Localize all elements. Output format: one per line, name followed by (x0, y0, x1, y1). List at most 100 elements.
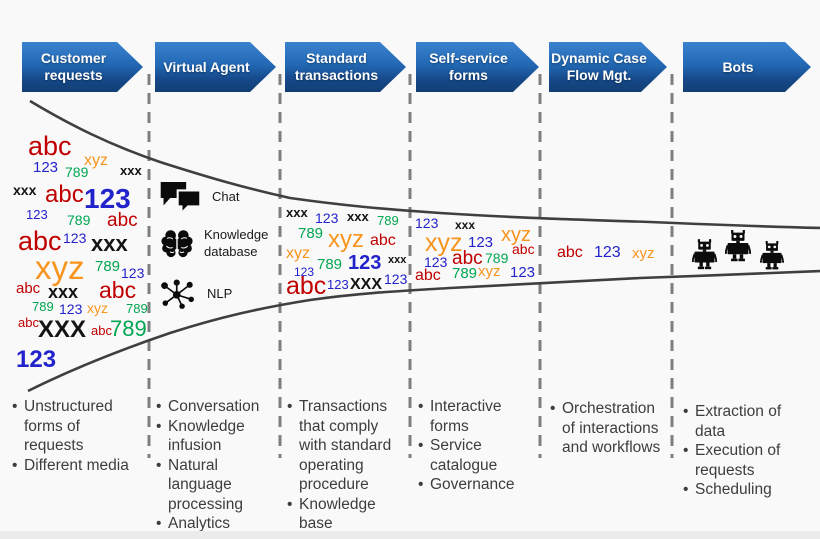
token-abc-red: abc (91, 323, 112, 338)
bottom-band (0, 531, 820, 539)
bullet: • (12, 398, 18, 415)
token-xyz-orange: xyz (84, 152, 108, 169)
token-123-blue: 123 (594, 244, 621, 261)
description-item: •Knowledge infusion (156, 417, 268, 456)
token-789-green: 789 (298, 225, 324, 242)
bullet: • (683, 442, 689, 459)
token-xyz-orange: xyz (478, 263, 501, 280)
bullet: • (156, 456, 162, 474)
description-text: Unstructured forms of requests (24, 398, 113, 454)
token-abc-red: abc (107, 210, 138, 231)
token-789-green: 789 (377, 213, 399, 228)
token-123-blue: 123 (16, 346, 57, 373)
token-abc-red: abc (370, 232, 396, 249)
chat-icon (160, 181, 202, 214)
feature-label: Knowledge database (204, 227, 269, 259)
token-123-blue: 123 (63, 230, 87, 246)
stage-arrow-customer-requests: Customer requests (22, 42, 143, 92)
stage-arrow-bots: Bots (683, 42, 811, 92)
description-column-6: •Extraction of data• Execution of request… (683, 402, 795, 500)
stage-arrow-dynamic-case-flow-mgt: Dynamic Case Flow Mgt. (549, 42, 667, 92)
token-123-blue: 123 (384, 271, 408, 287)
feature-label: Chat (212, 189, 240, 205)
token-xxx-black: xxx (13, 182, 37, 198)
token-xxx-black: xxx (120, 163, 142, 178)
token-789-green: 789 (485, 250, 509, 266)
token-xyz-orange: xyz (286, 245, 310, 262)
token-123-blue: 123 (121, 265, 145, 281)
token-789-green: 789 (32, 299, 54, 314)
description-column-4: • Interactive forms • Service catalogue • Gov… (418, 397, 530, 495)
token-123-blue: 123 (348, 252, 382, 274)
description-text: Governance (430, 476, 515, 493)
description-item: • Unstructured forms of requests (12, 397, 134, 456)
bullet: • (287, 398, 293, 415)
bullet: • (12, 456, 18, 474)
token-123-blue: 123 (26, 207, 48, 222)
token-xxx-black: xxx (48, 282, 79, 302)
token-xxx-black: xxx (286, 205, 308, 220)
description-item: •Different media (12, 456, 134, 476)
description-item: • Natural language processing (156, 456, 268, 515)
token-xyz-orange: xyz (632, 245, 655, 262)
description-text: Analytics (168, 515, 231, 532)
token-abc-red: abc (16, 280, 41, 297)
token-xxx-black: xxx (347, 209, 369, 224)
bullet: • (156, 417, 162, 435)
description-text: Transactions that comply with standard o… (299, 398, 392, 493)
token-xxx-black: XXX (350, 276, 383, 293)
bullet: • (418, 437, 424, 454)
token-xxx-black: XXX (38, 316, 87, 343)
description-column-2: •Conversation•Knowledge infusion•Natural… (156, 397, 268, 534)
description-text: Interactive forms (430, 398, 502, 435)
token-xxx-black: xxx (91, 231, 128, 256)
token-789-green: 789 (110, 316, 147, 341)
token-xxx-black: xxx (455, 218, 476, 232)
description-column-1: • Unstructured forms of requests•Differen… (12, 397, 134, 475)
description-item: • Interactive forms (418, 397, 530, 436)
token-abc-red: abc (512, 241, 535, 257)
stage-arrow-standard-transactions: Standard transactions (285, 42, 406, 92)
token-123-blue: 123 (424, 254, 448, 270)
token-abc-red: abc (557, 244, 583, 261)
token-xyz-orange: xyz (87, 300, 108, 316)
description-text: Extraction of data (695, 403, 782, 440)
description-item: • Execution of requests (683, 441, 795, 480)
bullet: • (156, 398, 162, 415)
description-item: •Conversation (156, 397, 268, 417)
feature-chat: Chat (159, 181, 239, 214)
description-item: •Extraction of data (683, 402, 795, 441)
bullet: • (418, 476, 424, 493)
description-text: Scheduling (695, 481, 772, 498)
bullet: • (418, 398, 424, 415)
token-123-blue: 123 (33, 159, 59, 176)
token-123-blue: 123 (59, 301, 83, 317)
token-123-blue: 123 (468, 234, 494, 251)
token-xyz-orange: xyz (35, 249, 85, 286)
token-abc-red: abc (28, 131, 72, 161)
bullet: • (156, 515, 162, 532)
feature-label: NLP (207, 285, 233, 301)
description-text: Execution of requests (695, 442, 781, 479)
description-item: •Orchestration of interactions and workf… (550, 399, 668, 458)
token-789-green: 789 (95, 258, 121, 275)
robot-icon (724, 230, 752, 268)
brain-icon (161, 229, 193, 259)
token-789-green: 789 (65, 164, 89, 180)
description-text: Service catalogue (430, 437, 498, 474)
description-item: •Knowledge base (287, 495, 393, 534)
token-123-blue: 123 (327, 277, 349, 292)
token-xyz-orange: xyz (501, 224, 531, 246)
token-123-blue: 123 (294, 265, 315, 279)
robot-icon (691, 239, 718, 276)
token-abc-red: abc (45, 181, 84, 208)
token-123-blue: 123 (315, 210, 339, 226)
token-789-green: 789 (126, 301, 148, 316)
description-column-3: • Transactions that comply with standard … (287, 397, 393, 534)
bullet: • (550, 400, 556, 417)
token-abc-red: abc (18, 226, 62, 256)
description-text: Natural language processing (168, 456, 243, 513)
feature-knowledge-database: Knowledge database (160, 227, 268, 261)
